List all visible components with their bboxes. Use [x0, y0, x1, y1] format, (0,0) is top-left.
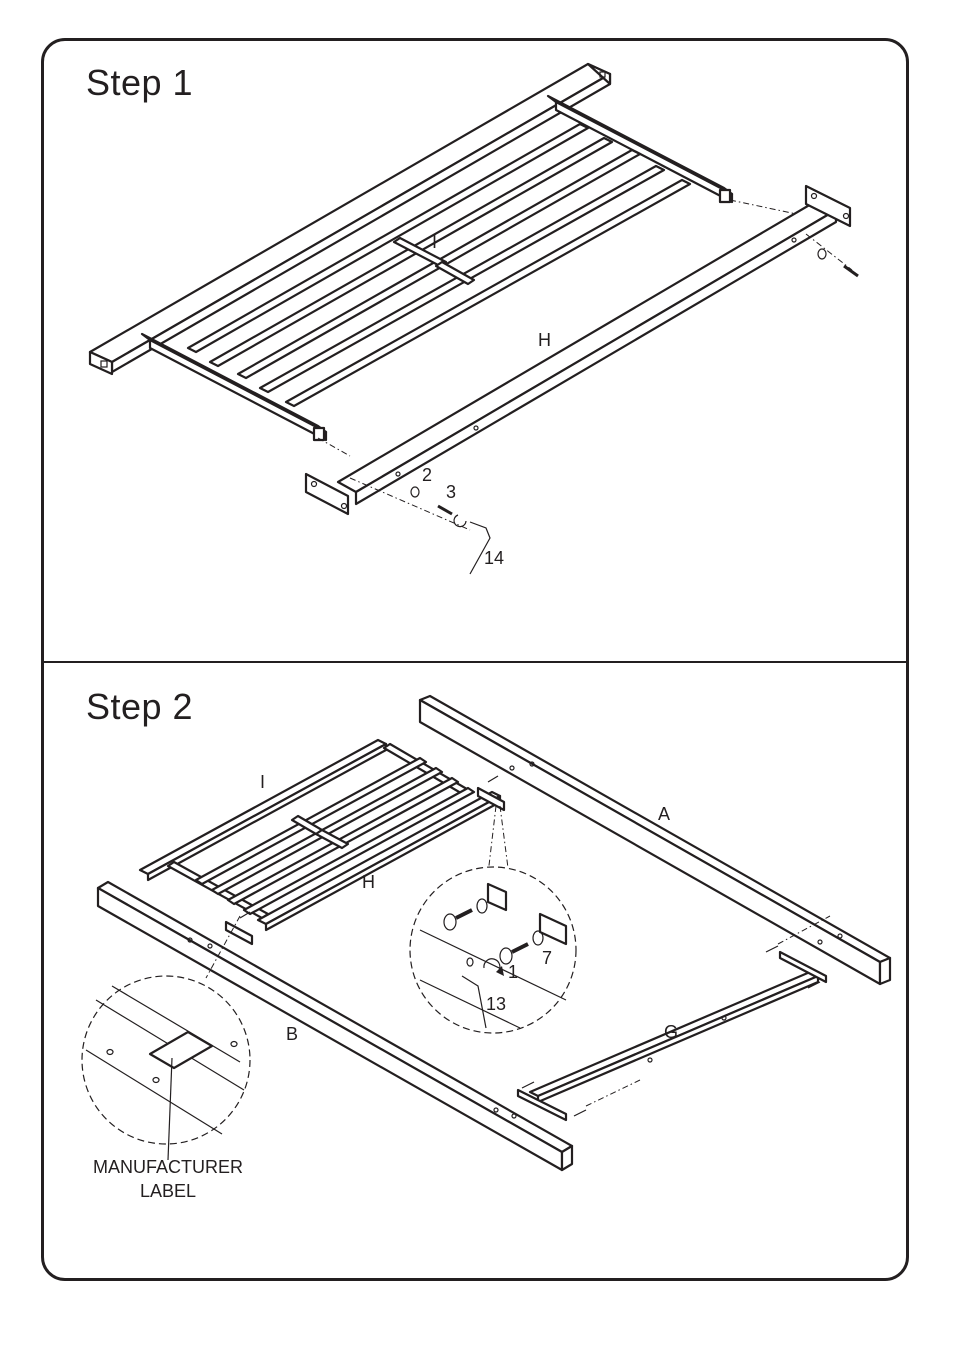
- part-label-13: 13: [486, 994, 506, 1014]
- bolt-icon: [438, 506, 452, 514]
- part-label-i-2: I: [260, 772, 265, 792]
- part-label-i: I: [432, 232, 437, 252]
- callout-line-2: LABEL: [140, 1181, 196, 1201]
- part-label-h-2: H: [362, 872, 375, 892]
- part-label-2: 2: [422, 465, 432, 485]
- part-label-3: 3: [446, 482, 456, 502]
- hardware-step-1: [350, 234, 858, 574]
- washer-icon: [411, 487, 419, 497]
- step-1-drawing: I H 2 3 14: [90, 64, 858, 574]
- part-label-h: H: [538, 330, 551, 350]
- part-label-b: B: [286, 1024, 298, 1044]
- part-label-14: 14: [484, 548, 504, 568]
- part-label-g: G: [664, 1022, 678, 1042]
- part-label-a: A: [658, 804, 670, 824]
- footboard-frame-i: [90, 64, 806, 456]
- part-label-7: 7: [542, 948, 552, 968]
- part-label-1: 1: [508, 962, 518, 982]
- callout-line-1: MANUFACTURER: [93, 1157, 243, 1177]
- step-2-drawing: A I H: [82, 696, 890, 1201]
